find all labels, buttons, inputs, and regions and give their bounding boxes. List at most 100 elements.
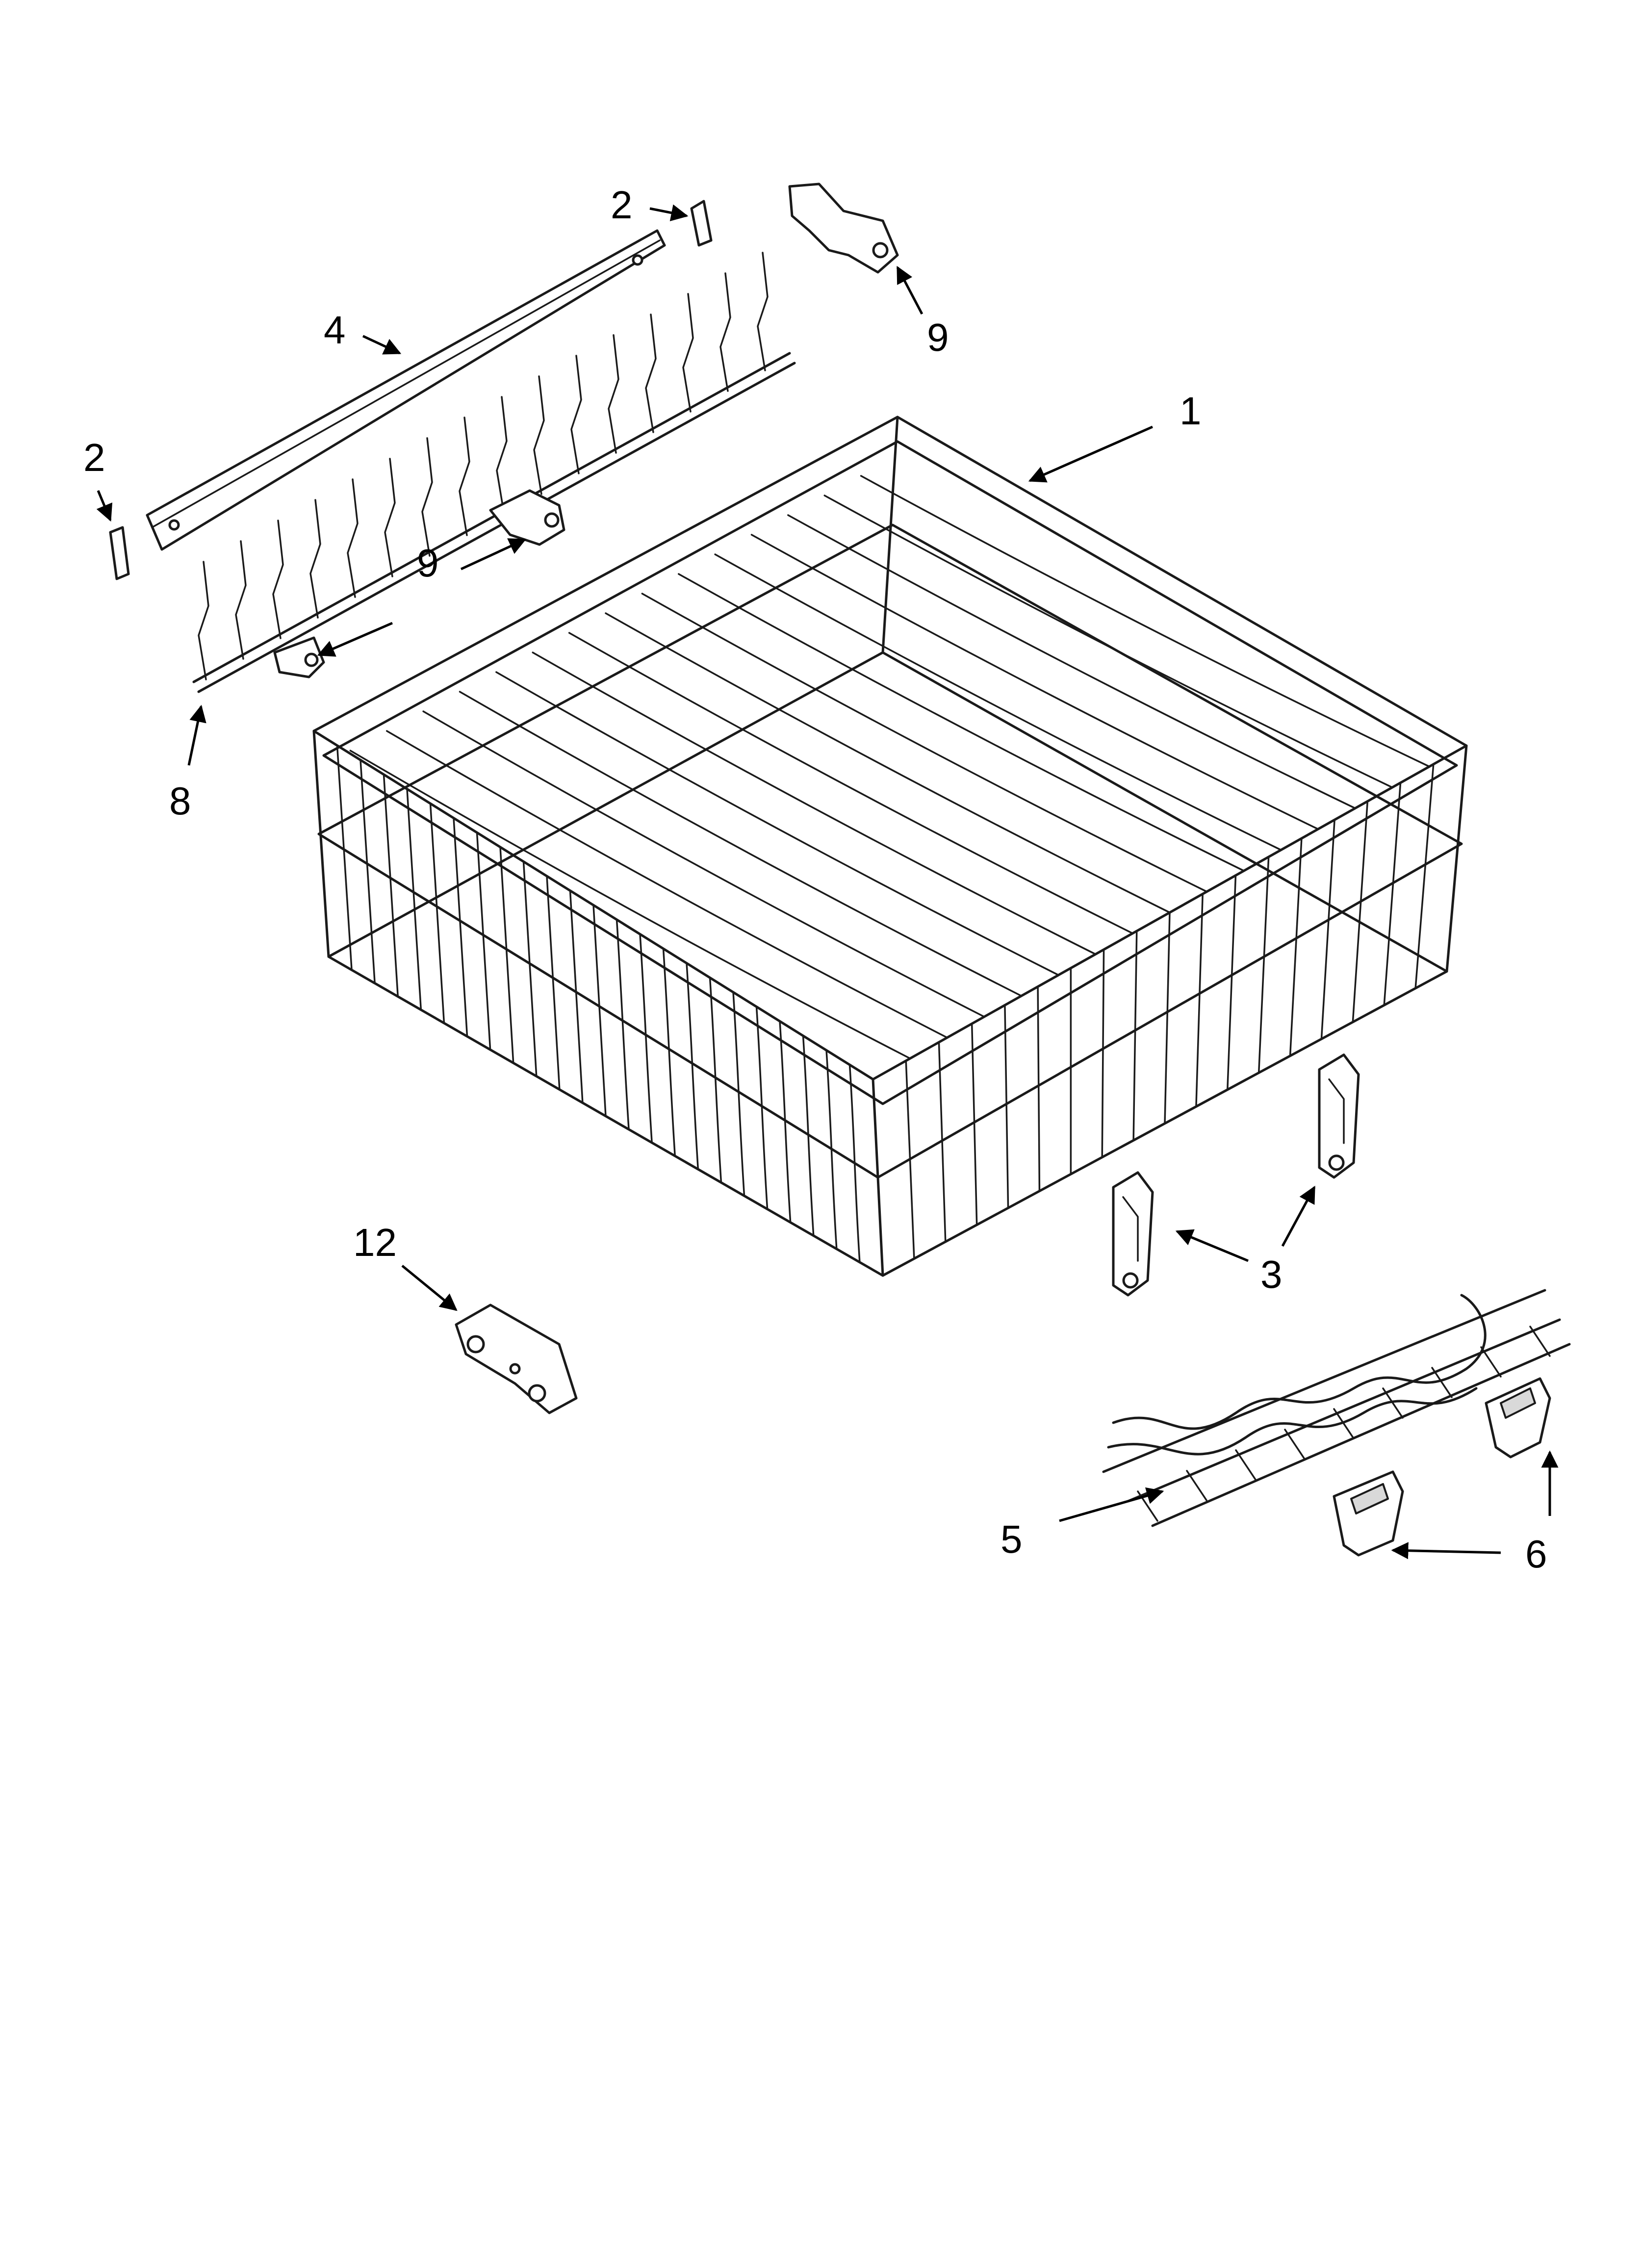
tine xyxy=(198,561,209,680)
insert-rib xyxy=(1235,1449,1257,1481)
rack-rail-part-4 xyxy=(146,229,666,551)
leader-5 xyxy=(1059,1487,1164,1522)
clip-part-2-left xyxy=(109,526,130,580)
clip-part-9-top xyxy=(788,182,899,274)
tine xyxy=(570,355,582,474)
rack-tine xyxy=(605,612,1171,913)
rack-wire xyxy=(848,1064,861,1263)
leader-lines xyxy=(96,204,1559,1560)
callout-2-top: 2 xyxy=(611,183,633,227)
stop-part-6-right xyxy=(1485,1377,1551,1459)
callout-2-left: 2 xyxy=(83,436,105,479)
tine xyxy=(459,417,470,536)
tine xyxy=(496,396,508,516)
tine xyxy=(384,458,396,577)
bracket-part-12 xyxy=(455,1303,578,1414)
leader-9b-lower xyxy=(317,622,393,657)
leader-12 xyxy=(401,1265,458,1311)
insert-rib xyxy=(1382,1387,1404,1419)
leader-9a xyxy=(896,265,924,315)
rack-wire xyxy=(802,1035,815,1237)
adjuster-part-3-left xyxy=(1112,1171,1154,1297)
clip-part-9-middle xyxy=(489,489,565,546)
rack-tine xyxy=(860,475,1431,768)
rack-wire xyxy=(709,977,722,1184)
insert-rib xyxy=(1284,1429,1306,1460)
callout-5: 5 xyxy=(1001,1517,1023,1561)
wire-insert-part-5 xyxy=(1102,1289,1571,1527)
rack-wire xyxy=(1195,893,1204,1108)
rack-wire xyxy=(971,1022,978,1226)
tine xyxy=(309,499,321,619)
rack-tine xyxy=(386,730,948,1039)
rack-wire xyxy=(1227,874,1237,1091)
stop-part-6-left xyxy=(1333,1470,1404,1557)
rack-wire xyxy=(825,1049,838,1250)
rack-wire xyxy=(499,846,514,1064)
rack-wire xyxy=(476,832,491,1051)
rack-wire xyxy=(1352,800,1369,1023)
leader-1 xyxy=(1028,425,1154,483)
rack-wire xyxy=(639,933,653,1144)
leader-6b xyxy=(1391,1542,1501,1560)
rack-wire xyxy=(1414,763,1435,990)
rack-wire xyxy=(592,904,607,1117)
callout-1: 1 xyxy=(1180,389,1202,433)
callout-4: 4 xyxy=(324,308,346,352)
tine-row-part-8 xyxy=(192,252,796,693)
leader-3a xyxy=(1175,1229,1249,1262)
insert-rib xyxy=(1529,1326,1551,1357)
rack-tine xyxy=(422,710,985,1018)
rack-wire xyxy=(429,803,445,1024)
rack-wire xyxy=(755,1006,769,1210)
rack-wire xyxy=(546,875,561,1091)
tine xyxy=(719,272,731,392)
leader-9b-upper xyxy=(460,538,527,571)
rack-tine xyxy=(459,691,1023,997)
callout-labels: 1 2 2 3 4 5 6 8 9 9 12 xyxy=(83,183,1547,1576)
tine xyxy=(347,478,359,598)
rack-wire xyxy=(336,744,353,971)
rack-tine xyxy=(495,671,1059,976)
rack-wire xyxy=(662,948,676,1157)
rack-tine xyxy=(714,553,1282,851)
tine xyxy=(235,540,247,660)
rack-wire xyxy=(616,918,630,1130)
rack-wire xyxy=(1164,912,1171,1124)
rack-wire xyxy=(1257,856,1270,1074)
rack-wire xyxy=(686,962,699,1171)
rack-wire xyxy=(905,1060,915,1260)
rack-tine xyxy=(532,652,1097,955)
callout-9-top: 9 xyxy=(927,315,949,359)
clip-part-9-lower xyxy=(273,636,325,678)
callout-6: 6 xyxy=(1525,1532,1547,1576)
leader-8 xyxy=(187,704,206,766)
rack-wire xyxy=(569,889,584,1104)
rack-wire xyxy=(383,774,399,997)
tine xyxy=(533,375,545,495)
insert-rib xyxy=(1333,1408,1355,1439)
adjuster-part-3-right xyxy=(1318,1053,1360,1179)
rack-tine xyxy=(823,495,1393,788)
leader-3b xyxy=(1281,1185,1316,1247)
insert-rib xyxy=(1480,1346,1502,1378)
insert-rib xyxy=(1186,1470,1207,1501)
rack-wire xyxy=(522,860,538,1077)
rack-wire xyxy=(1101,948,1105,1158)
rack-wire xyxy=(1132,930,1138,1142)
tine xyxy=(757,252,769,371)
upper-rack-part-1 xyxy=(312,416,1468,1277)
rack-tine xyxy=(678,573,1245,872)
leader-2b xyxy=(96,490,113,522)
rack-wire xyxy=(406,788,422,1011)
callout-9-middle: 9 xyxy=(417,541,439,585)
tine xyxy=(272,520,284,639)
callout-8: 8 xyxy=(169,779,191,823)
tine xyxy=(645,313,657,433)
rack-wire xyxy=(779,1020,792,1224)
leader-4 xyxy=(362,335,402,355)
callout-12: 12 xyxy=(353,1221,397,1264)
insert-rib xyxy=(1431,1367,1453,1398)
rack-wire xyxy=(1004,1004,1009,1209)
